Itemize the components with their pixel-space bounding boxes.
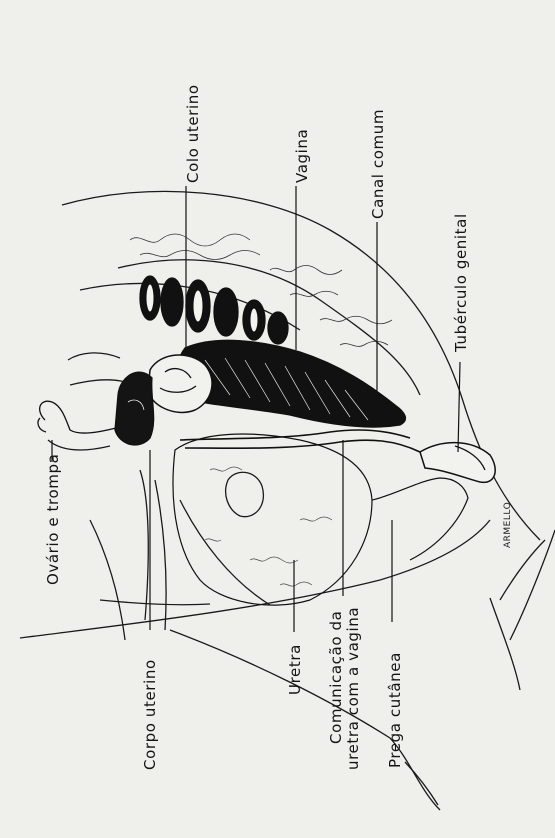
label-canal-comum: Canal comum: [369, 109, 387, 219]
sacral-segments: [140, 276, 288, 344]
label-prega-cutanea: Prega cutânea: [386, 652, 404, 768]
bladder: [173, 434, 372, 605]
label-corpo-uterino: Corpo uterino: [141, 659, 159, 770]
label-tuberculo-genital: Tubérculo genital: [452, 213, 470, 353]
label-ovario-e-trompa: Ovário e trompa: [44, 454, 62, 585]
leg-contour: [490, 598, 520, 690]
anatomy-drawing: [20, 191, 555, 810]
cutaneous-fold: [372, 478, 468, 560]
lower-body-contour: [20, 520, 490, 638]
artist-signature: ARMELLO: [503, 502, 513, 548]
label-comunicacao-line1: Comunicação da: [327, 611, 345, 744]
label-comunicacao-line2: uretra com a vagina: [344, 607, 362, 770]
label-vagina: Vagina: [293, 129, 311, 183]
cervix: [148, 355, 212, 412]
ovary-tube: [40, 401, 116, 433]
label-uretra: Uretra: [286, 644, 304, 695]
uterine-body: [115, 372, 154, 445]
label-colo-uterino: Colo uterino: [184, 84, 202, 183]
